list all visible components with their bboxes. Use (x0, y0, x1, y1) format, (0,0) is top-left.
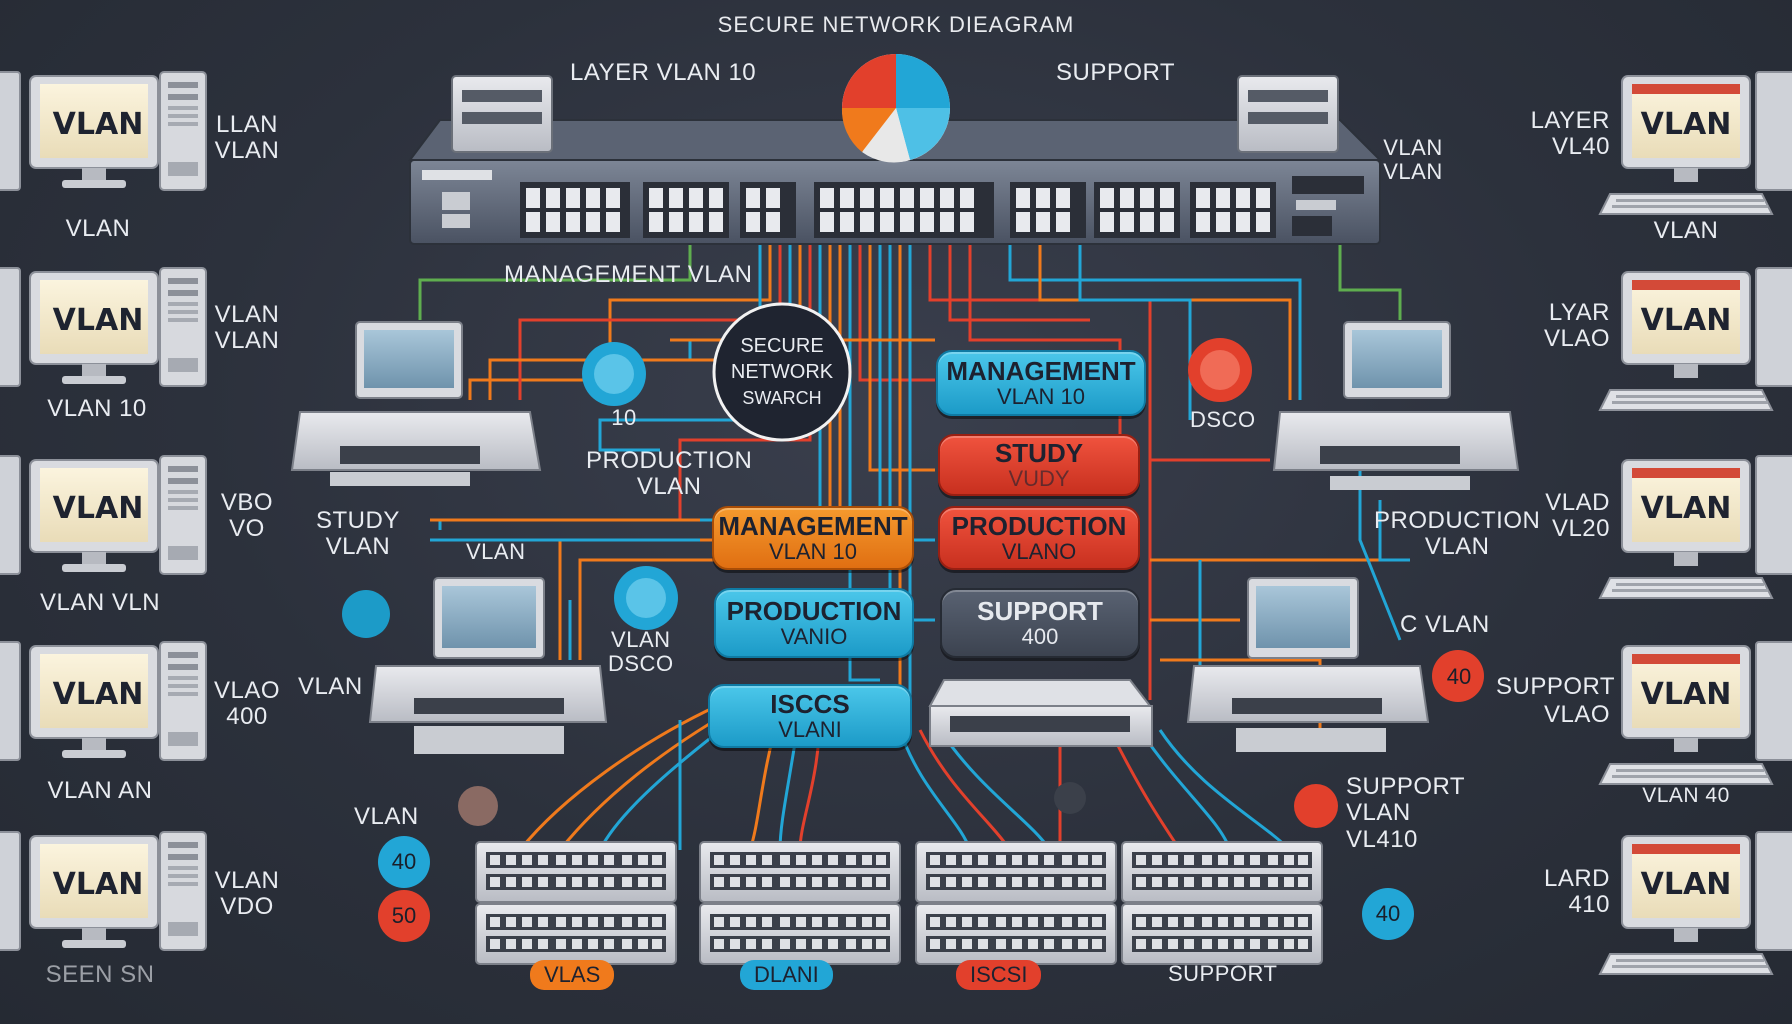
support-vlan-right-label: SUPPORT VLAN VL410 (1346, 773, 1466, 853)
vlan-label-right-top: VLAN VLAN (1383, 135, 1443, 185)
right-2-side1: LYAR (1548, 299, 1610, 326)
right-2-side2: VLAO (1543, 325, 1610, 352)
svg-text:VLAN: VLAN (1641, 867, 1732, 902)
left-3-side2: VO (229, 515, 265, 542)
center-switch (928, 679, 1153, 747)
top-right-label: SUPPORT (1056, 59, 1176, 86)
vlan-mid-left-label: VLAN (466, 539, 526, 564)
left-2-side1: VLAN (214, 301, 280, 328)
workstation-left-upper (290, 321, 542, 486)
small-blue-circle (342, 590, 390, 638)
circle-40-red-label: 40 (1446, 664, 1472, 689)
bottom-tag-iscsi: ISCSI (956, 960, 1042, 990)
left-3-below: VLAN VLN (39, 589, 161, 616)
top-left-label: LAYER VLAN 10 (570, 59, 757, 86)
production-vlan-right-label: PRODUCTION VLAN (1374, 507, 1541, 561)
production-vlan-left-label: PRODUCTION VLAN (586, 447, 753, 501)
pc-left-5: VLAN (0, 831, 207, 951)
svg-text:VLAN: VLAN (1641, 677, 1732, 712)
left-2-side2: VLAN (214, 327, 280, 354)
pc-right-5: VLAN (1599, 831, 1792, 975)
bottom-tag-vlas: VLAS (530, 960, 615, 990)
small-brown-circle (458, 786, 498, 826)
left-4-below: VLAN AN (47, 777, 153, 804)
right-4-side1: SUPPORT (1496, 673, 1616, 700)
right-3-side2: VL20 (1551, 515, 1610, 542)
left-1-below: VLAN (65, 215, 131, 242)
pc-left-3: VLAN (0, 455, 207, 575)
dsco-right-label: DSCO (1190, 407, 1256, 432)
left-3-side1: VBO (220, 489, 274, 516)
pc-right-2: VLAN (1599, 267, 1792, 411)
core-hub: SECURE NETWORK SWARCH (712, 302, 852, 442)
workstation-right-upper (1272, 321, 1520, 490)
svg-text:VLAN: VLAN (53, 867, 144, 902)
bottom-switch-4 (1121, 841, 1323, 965)
bottom-tag-dlani: DLANI (740, 960, 833, 990)
left-2-below: VLAN 10 (47, 395, 147, 422)
svg-text:VLAN: VLAN (53, 491, 144, 526)
right-5-side1: LARD (1543, 865, 1610, 892)
study-vlan-left-label: STUDY VLAN (316, 507, 400, 561)
pc-right-4: VLAN (1599, 641, 1792, 785)
left-1-side2: VLAN (214, 137, 280, 164)
bottom-switch-3 (915, 841, 1117, 965)
svg-text:VLAN: VLAN (53, 303, 144, 338)
right-1-side2: VL40 (1551, 133, 1610, 160)
right-5-side2: 410 (1568, 891, 1610, 918)
pc-right-3: VLAN (1599, 455, 1792, 599)
circle-50-red: 50 (378, 890, 430, 942)
small-red-circle (1432, 650, 1484, 702)
vlan-bottom-left-label: VLAN (354, 803, 419, 830)
pc-left-1: VLAN (0, 71, 207, 191)
management-vlan-label: MANAGEMENT VLAN (504, 261, 753, 288)
pc-left-4: VLAN (0, 641, 207, 761)
svg-text:NETWORK: NETWORK (731, 361, 834, 383)
cvlan-right-label: C VLAN (1400, 611, 1490, 638)
circle-40-blue-right: 40 (1362, 888, 1414, 940)
left-5-side1: VLAN (214, 867, 280, 894)
right-4-side2: VLAO (1543, 701, 1610, 728)
bottom-tag-support: SUPPORT (1168, 961, 1278, 986)
svg-text:VLAN: VLAN (53, 677, 144, 712)
bottom-switch-1 (475, 841, 677, 965)
svg-text:VLAN: VLAN (1641, 107, 1732, 142)
circle-left2-label: VLAN DSCO (608, 627, 674, 677)
circle-left-num-label: 10 (611, 405, 637, 430)
right-1-below: VLAN (1653, 217, 1719, 244)
right-1-side1: LAYER (1530, 107, 1610, 134)
vlan-left-lower-label: VLAN (298, 673, 363, 700)
pc-screen-label: VLAN (53, 107, 144, 142)
left-4-side2: 400 (226, 703, 268, 730)
bottom-switch-2 (699, 841, 901, 965)
diagram-title: SECURE NETWORK DIEAGRAM (717, 12, 1075, 37)
left-4-side1: VLAO (213, 677, 281, 704)
network-logo-icon (841, 54, 950, 163)
right-3-side1: VLAD (1545, 489, 1610, 516)
circle-40-blue: 40 (378, 836, 430, 888)
svg-text:VLAN: VLAN (1641, 303, 1732, 338)
left-1-side1: LLAN (215, 111, 279, 138)
pc-left-2: VLAN (0, 267, 207, 387)
pc-right-1: VLAN (1599, 71, 1792, 215)
svg-text:SECURE: SECURE (740, 335, 823, 357)
workstation-right-lower (1186, 577, 1430, 752)
right-4-below: VLAN 40 (1642, 784, 1730, 807)
left-5-below: SEEN SN (45, 961, 155, 988)
svg-text:SWARCH: SWARCH (742, 388, 821, 408)
small-grey-circle (1054, 782, 1086, 814)
left-5-side2: VDO (220, 893, 274, 920)
small-red-circle-2 (1294, 784, 1338, 828)
core-switch (408, 75, 1383, 245)
workstation-left-lower (368, 577, 608, 754)
svg-text:VLAN: VLAN (1641, 491, 1732, 526)
